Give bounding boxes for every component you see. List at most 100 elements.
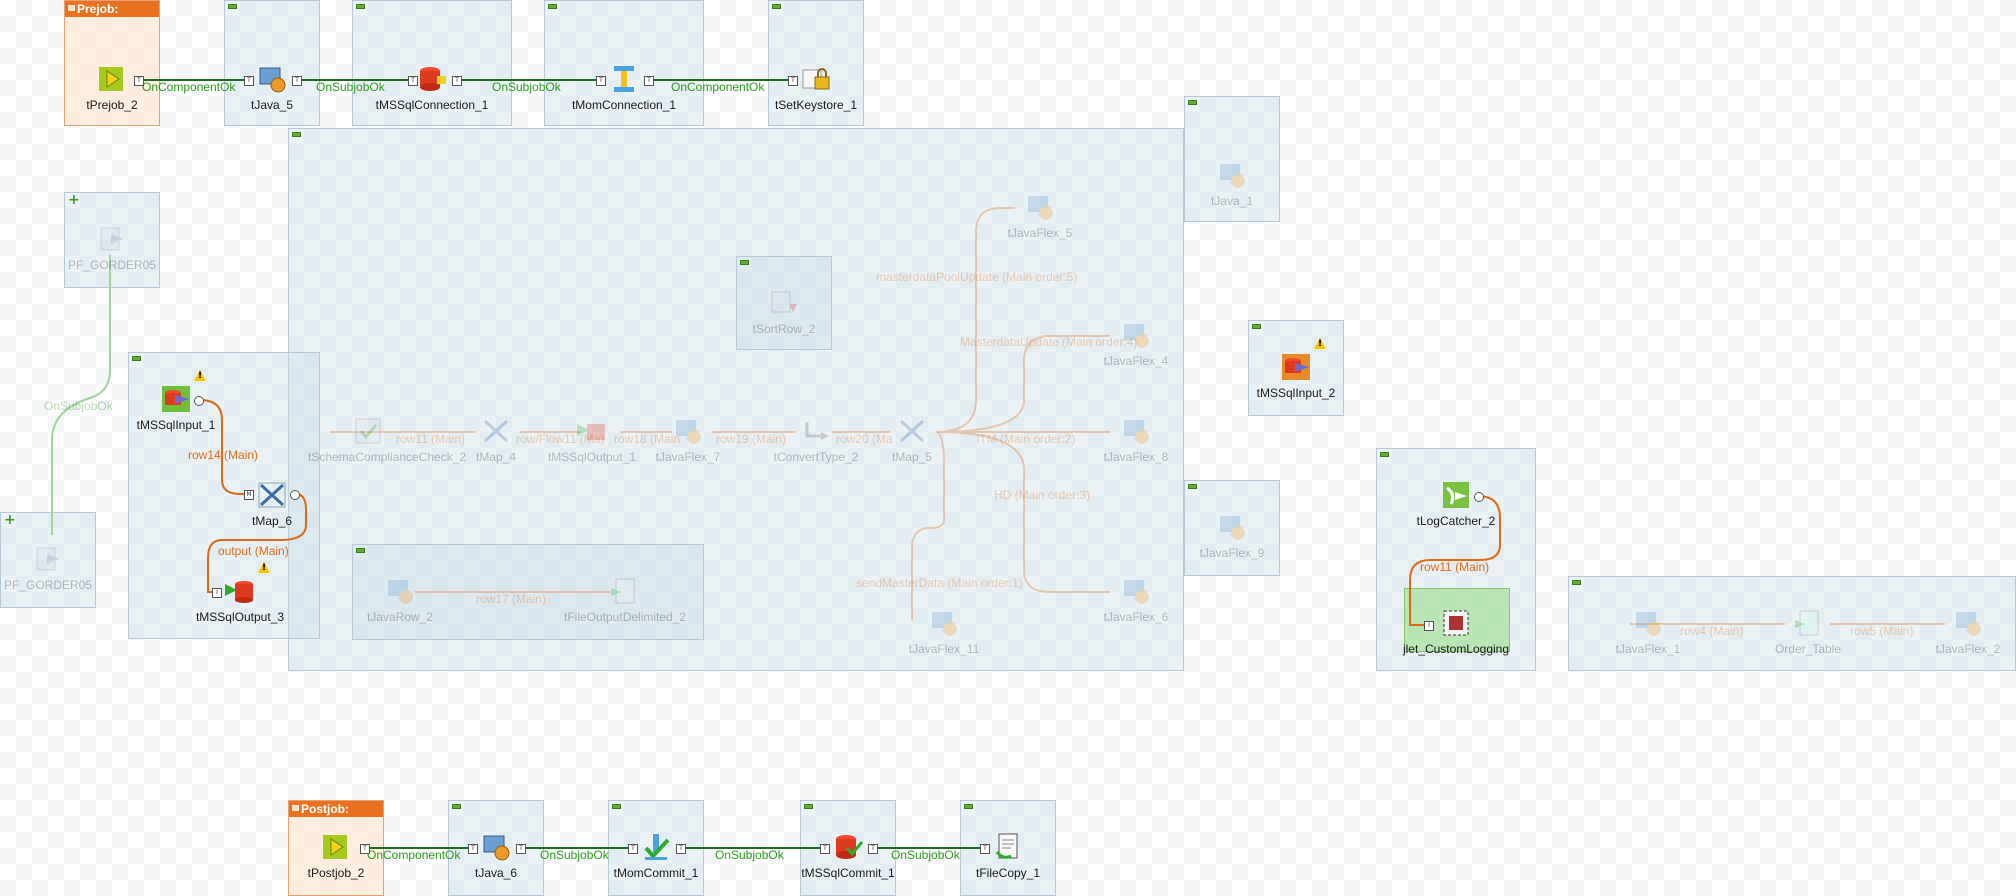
link-label[interactable]: OnSubjobOk xyxy=(316,80,385,94)
collapse-toggle[interactable] xyxy=(1572,580,1581,585)
input-port[interactable]: T xyxy=(628,844,638,854)
input-port[interactable]: T xyxy=(468,844,478,854)
component-pf-gorder05-bottom[interactable]: PF_GORDER05 xyxy=(0,544,108,592)
collapse-toggle[interactable] xyxy=(612,804,621,809)
link-label[interactable]: masterdataPoolUpdate (Main order:5) xyxy=(876,270,1078,284)
link-label[interactable]: row11 (Main) xyxy=(396,432,466,446)
link-label[interactable]: row5 (Main) xyxy=(1850,624,1914,638)
link-label[interactable]: ITM (Main order:2) xyxy=(976,432,1076,446)
collapse-toggle[interactable] xyxy=(740,260,749,265)
collapse-toggle[interactable] xyxy=(292,132,301,137)
component-tmssqloutput3[interactable]: tMSSqlOutput_3 xyxy=(180,576,300,624)
output-port[interactable]: T xyxy=(868,844,878,854)
link-label[interactable]: row17 (Main) xyxy=(476,592,547,606)
component-tfilecopy1[interactable]: tFileCopy_1 xyxy=(948,832,1068,880)
link-label[interactable]: row19 (Main) xyxy=(716,432,787,446)
component-tconverttype2[interactable]: tConvertType_2 xyxy=(756,416,876,464)
collapse-toggle[interactable] xyxy=(356,4,365,9)
component-tjavaflex1[interactable]: tJavaFlex_1 xyxy=(1588,608,1708,656)
collapse-toggle[interactable] xyxy=(1188,484,1197,489)
subjob-tjavaflex9[interactable] xyxy=(1184,480,1280,576)
collapse-toggle[interactable] xyxy=(228,4,237,9)
output-port[interactable]: T xyxy=(644,76,654,86)
link-label[interactable]: HD (Main order:3) xyxy=(994,488,1091,502)
collapse-toggle[interactable] xyxy=(1188,100,1197,105)
link-label[interactable]: sendMasterData (Main order:1) xyxy=(856,576,1023,590)
link-label[interactable]: row18 (Main xyxy=(614,432,681,446)
subjob-tmomconnection1[interactable] xyxy=(544,0,704,126)
component-tmssqlinput2[interactable]: tMSSqlInput_2 xyxy=(1236,352,1356,400)
expand-icon[interactable]: + xyxy=(4,512,16,528)
collapse-toggle[interactable] xyxy=(772,4,781,9)
link-label[interactable]: row4 (Main) xyxy=(1680,624,1744,638)
collapse-toggle[interactable] xyxy=(356,548,365,553)
component-tmomcommit1[interactable]: tMomCommit_1 xyxy=(596,832,716,880)
subjob-tsetkeystore1[interactable] xyxy=(768,0,864,126)
output-port[interactable]: T xyxy=(134,76,144,86)
link-label[interactable]: row11 (Main) xyxy=(1420,560,1490,574)
component-tjavaflex7[interactable]: tJavaFlex_7 xyxy=(628,416,748,464)
link-label[interactable]: output (Main) xyxy=(218,544,289,558)
output-port[interactable]: T xyxy=(516,844,526,854)
collapse-toggle[interactable] xyxy=(1380,452,1389,457)
component-tmssqlconnection1[interactable]: tMSSqlConnection_1 xyxy=(372,64,492,112)
component-tjavaflex5[interactable]: tJavaFlex_5 xyxy=(980,192,1100,240)
input-port[interactable]: T xyxy=(820,844,830,854)
component-tsetkeystore1[interactable]: tSetKeystore_1 xyxy=(756,64,876,112)
collapse-toggle[interactable] xyxy=(964,804,973,809)
component-tmomconnection1[interactable]: tMomConnection_1 xyxy=(564,64,684,112)
component-tjavaflex2[interactable]: tJavaFlex_2 xyxy=(1908,608,2016,656)
component-tmap5[interactable]: tMap_5 xyxy=(852,416,972,464)
subjob-main-large[interactable] xyxy=(288,128,1184,671)
link-label[interactable]: row20 (Ma xyxy=(836,432,893,446)
link-label[interactable]: OnComponentOk xyxy=(367,848,461,862)
row-output-port[interactable] xyxy=(290,490,300,500)
link-label[interactable]: OnSubjobOk xyxy=(891,848,960,862)
component-tjavaflex8[interactable]: tJavaFlex_8 xyxy=(1076,416,1196,464)
input-port[interactable]: T xyxy=(408,76,418,86)
row-output-port[interactable] xyxy=(1474,492,1484,502)
input-port[interactable]: T xyxy=(980,844,990,854)
link-label[interactable]: MasterdataUpdate (Main order:4) xyxy=(960,335,1138,349)
component-tmssqlcommit1[interactable]: tMSSqlCommit_1 xyxy=(788,832,908,880)
component-tsortrow2[interactable]: tSortRow_2 xyxy=(724,288,844,336)
output-port[interactable]: T xyxy=(360,844,370,854)
component-tjava1[interactable]: tJava_1 xyxy=(1172,160,1292,208)
collapse-toggle[interactable] xyxy=(452,804,461,809)
subjob-tjavaflex1[interactable] xyxy=(1568,576,2016,671)
expand-icon[interactable]: + xyxy=(68,192,80,208)
subjob-tmssqlconnection1[interactable] xyxy=(352,0,512,126)
component-tjavaflex4[interactable]: tJavaFlex_4 xyxy=(1076,320,1196,368)
link-label[interactable]: OnComponentOk xyxy=(142,80,236,94)
component-tjava6[interactable]: tJava_6 xyxy=(436,832,556,880)
link-label[interactable]: OnSubjobOk xyxy=(492,80,561,94)
component-tmssqlinput1[interactable]: tMSSqlInput_1 xyxy=(116,384,236,432)
component-order-table[interactable]: Order_Table xyxy=(1748,608,1868,656)
component-tjavaflex6[interactable]: tJavaFlex_6 xyxy=(1076,576,1196,624)
component-tjavaflex9[interactable]: tJavaFlex_9 xyxy=(1172,512,1292,560)
component-tmssqloutput1[interactable]: tMSSqlOutput_1 xyxy=(532,416,652,464)
component-tmap4[interactable]: tMap_4 xyxy=(436,416,556,464)
input-port[interactable]: T xyxy=(244,76,254,86)
input-port[interactable]: T xyxy=(596,76,606,86)
subjob-tjavarow2[interactable] xyxy=(352,544,704,640)
component-tfileoutputdelimited2[interactable]: tFileOutputDelimited_2 xyxy=(564,576,686,624)
output-port[interactable]: T xyxy=(292,76,302,86)
subjob-tsortrow2[interactable] xyxy=(736,256,832,350)
collapse-toggle[interactable] xyxy=(1252,324,1261,329)
component-tschemacompliancecheck2[interactable]: tSchemaComplianceCheck_2 xyxy=(308,416,466,464)
subjob-tjava1[interactable] xyxy=(1184,96,1280,222)
component-pf-gorder05-top[interactable]: PF_GORDER05 xyxy=(52,224,172,272)
link-label[interactable]: row/Flow11 (Ma) xyxy=(516,432,605,446)
component-tmap6[interactable]: tMap_6 xyxy=(212,480,332,528)
link-label[interactable]: OnSubjobOk xyxy=(540,848,609,862)
component-tpostjob[interactable]: tPostjob_2 xyxy=(276,832,396,880)
link-label[interactable]: row14 (Main) xyxy=(188,448,259,462)
output-port[interactable]: T xyxy=(452,76,462,86)
input-port[interactable]: I xyxy=(1424,621,1434,631)
component-tjavarow2[interactable]: tJavaRow_2 xyxy=(340,576,460,624)
input-port[interactable]: T xyxy=(788,76,798,86)
subjob-tjava5[interactable] xyxy=(224,0,320,126)
collapse-toggle[interactable] xyxy=(804,804,813,809)
prejob-subjob[interactable]: Prejob: xyxy=(64,0,160,126)
